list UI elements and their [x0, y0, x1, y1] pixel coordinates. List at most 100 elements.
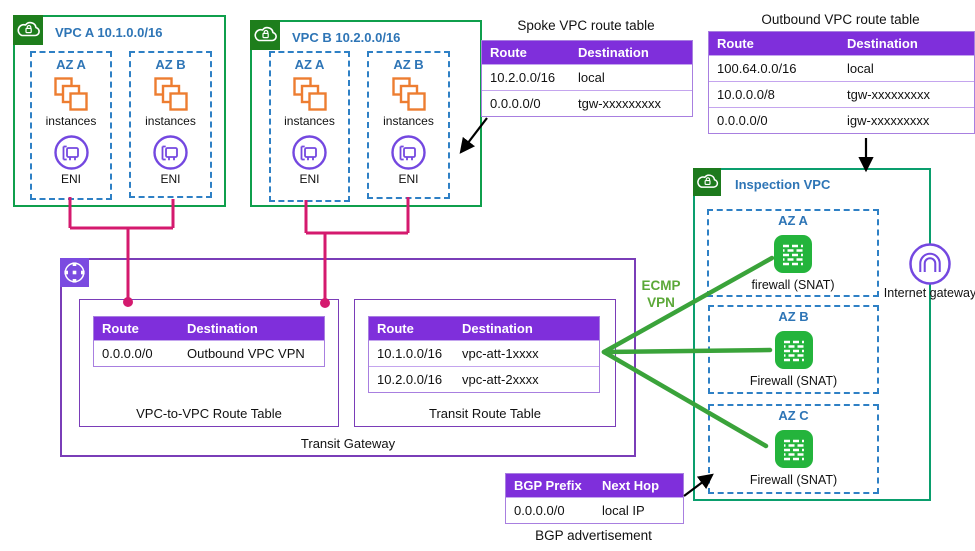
vpc-to-vpc-route-table-caption: VPC-to-VPC Route Table: [136, 406, 282, 421]
table-row: 10.1.0.0/16 vpc-att-1xxxx: [369, 340, 599, 366]
outbound-route-table-title: Outbound VPC route table: [761, 12, 920, 27]
transit-route-table-caption: Transit Route Table: [428, 406, 541, 421]
table-header-row: Route Destination: [709, 32, 974, 55]
spoke-route-table-title: Spoke VPC route table: [517, 18, 655, 33]
route-cell: 100.64.0.0/16: [717, 61, 797, 76]
destination-cell: vpc-att-2xxxx: [462, 372, 539, 387]
next-hop-cell: local IP: [602, 503, 645, 518]
table-row: 0.0.0.0/0 Outbound VPC VPN: [94, 340, 324, 366]
internet-gateway-label: Internet gateway: [883, 286, 975, 300]
ecmp-vpn-label: ECMP VPN: [641, 278, 681, 310]
az-label: AZ A: [294, 57, 325, 72]
inspection-vpc-label: Inspection VPC: [735, 177, 831, 192]
table-row: 10.2.0.0/16 vpc-att-2xxxx: [369, 366, 599, 392]
destination-cell: tgw-xxxxxxxxx: [847, 87, 931, 102]
table-header-row: BGP Prefix Next Hop: [506, 474, 683, 497]
destination-cell: local: [578, 70, 605, 85]
table-header-row: Route Destination: [482, 41, 692, 64]
transit-gateway-label: Transit Gateway: [300, 436, 396, 451]
table-header-row: Route Destination: [94, 317, 324, 340]
route-cell: 10.1.0.0/16: [377, 346, 443, 361]
instances-icon: [292, 77, 327, 111]
firewall-label: Firewall (SNAT): [749, 374, 838, 388]
vpc-a-az-b: AZ B instances ENI: [129, 51, 212, 198]
instances-label: instances: [145, 114, 196, 128]
internet-gateway-icon: [908, 242, 952, 286]
route-header: Route: [490, 45, 527, 60]
vpc-to-vpc-route-table: Route Destination 0.0.0.0/0 Outbound VPC…: [93, 316, 325, 367]
destination-header: Destination: [187, 321, 258, 336]
table-row: 10.0.0.0/8 tgw-xxxxxxxxx: [709, 81, 974, 107]
vpc-to-vpc-route-table-box: Route Destination 0.0.0.0/0 Outbound VPC…: [79, 299, 339, 427]
vpc-b-label: VPC B 10.2.0.0/16: [292, 30, 401, 45]
route-header: Route: [717, 36, 754, 51]
firewall-label: Firewall (SNAT): [749, 473, 838, 487]
eni-label: ENI: [398, 172, 419, 186]
az-label: AZ B: [393, 57, 424, 72]
eni-icon: [53, 135, 89, 170]
instances-label: instances: [45, 114, 97, 128]
inspection-vpc-box: Inspection VPC AZ A firewall (SNAT) AZ B: [693, 168, 931, 501]
instances-icon: [153, 77, 188, 111]
transit-route-table-box: Route Destination 10.1.0.0/16 vpc-att-1x…: [354, 299, 616, 427]
destination-header: Destination: [578, 45, 649, 60]
table-row: 0.0.0.0/0 local IP: [506, 497, 683, 523]
transit-gateway-box: Transit Gateway Route Destination 0.0.0.…: [60, 258, 636, 457]
table-row: 0.0.0.0/0 tgw-xxxxxxxxx: [482, 90, 692, 116]
vpc-cloud-lock-icon: [693, 168, 721, 196]
table-header-row: Route Destination: [369, 317, 599, 340]
eni-icon: [292, 135, 327, 170]
eni-label: ENI: [299, 172, 320, 186]
vpc-cloud-lock-icon: [13, 15, 43, 45]
inspection-az-c: AZ C Firewall (SNAT): [708, 404, 879, 494]
table-row: 100.64.0.0/16 local: [709, 55, 974, 81]
firewall-icon: [774, 235, 812, 273]
instances-label: instances: [284, 114, 335, 128]
vpc-a-box: VPC A 10.1.0.0/16 AZ A instances ENI AZ …: [13, 15, 226, 207]
instances-icon: [54, 77, 88, 111]
route-cell: 10.0.0.0/8: [717, 87, 775, 102]
route-cell: 0.0.0.0/0: [102, 346, 153, 361]
az-label: AZ A: [56, 57, 86, 72]
spoke-route-table: Route Destination 10.2.0.0/16 local 0.0.…: [481, 40, 693, 117]
next-hop-header: Next Hop: [602, 478, 660, 493]
outbound-route-table: Route Destination 100.64.0.0/16 local 10…: [708, 31, 975, 134]
vpc-a-az-a: AZ A instances ENI: [30, 51, 112, 200]
vpc-b-az-a: AZ A instances ENI: [269, 51, 350, 202]
destination-cell: Outbound VPC VPN: [187, 346, 305, 361]
destination-cell: local: [847, 61, 874, 76]
az-label: AZ B: [778, 309, 809, 324]
route-cell: 0.0.0.0/0: [717, 113, 768, 128]
destination-header: Destination: [847, 36, 918, 51]
bgp-advertisement-caption: BGP advertisement: [535, 528, 652, 543]
table-row: 0.0.0.0/0 igw-xxxxxxxxx: [709, 107, 974, 133]
inspection-az-a: AZ A firewall (SNAT): [707, 209, 879, 297]
route-cell: 0.0.0.0/0: [490, 96, 541, 111]
route-header: Route: [377, 321, 414, 336]
firewall-label: firewall (SNAT): [751, 278, 835, 292]
destination-cell: tgw-xxxxxxxxx: [578, 96, 662, 111]
az-label: AZ C: [778, 408, 809, 423]
firewall-icon: [774, 331, 813, 369]
inspection-az-b: AZ B Firewall (SNAT): [708, 305, 879, 394]
bgp-prefix-header: BGP Prefix: [514, 478, 582, 493]
route-cell: 10.2.0.0/16: [490, 70, 556, 85]
az-label: AZ B: [155, 57, 186, 72]
vpc-b-box: VPC B 10.2.0.0/16 AZ A instances ENI AZ …: [250, 20, 482, 207]
destination-cell: igw-xxxxxxxxx: [847, 113, 930, 128]
transit-route-table: Route Destination 10.1.0.0/16 vpc-att-1x…: [368, 316, 600, 393]
eni-label: ENI: [60, 172, 81, 186]
eni-icon: [391, 135, 426, 170]
firewall-icon: [774, 430, 813, 468]
vpc-b-az-b: AZ B instances ENI: [367, 51, 450, 199]
table-row: 10.2.0.0/16 local: [482, 64, 692, 90]
destination-cell: vpc-att-1xxxx: [462, 346, 539, 361]
bgp-table: BGP Prefix Next Hop 0.0.0.0/0 local IP: [505, 473, 684, 524]
bgp-prefix-cell: 0.0.0.0/0: [514, 503, 565, 518]
route-cell: 10.2.0.0/16: [377, 372, 443, 387]
transit-gateway-icon: [60, 258, 89, 287]
destination-header: Destination: [462, 321, 533, 336]
vpc-a-label: VPC A 10.1.0.0/16: [55, 25, 163, 40]
instances-label: instances: [383, 114, 434, 128]
